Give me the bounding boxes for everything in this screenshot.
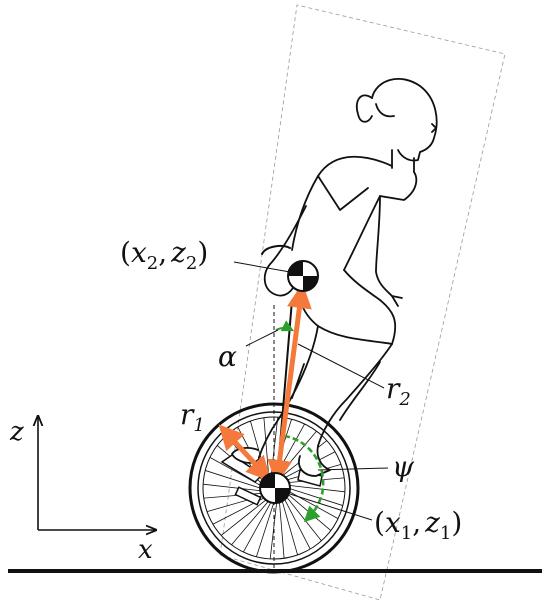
leader-com-lower xyxy=(289,493,373,521)
wheel-spoke xyxy=(283,497,311,550)
axis-x-label: x xyxy=(138,535,153,565)
r1-vector xyxy=(218,424,272,482)
wheel-spoke xyxy=(203,483,261,492)
rider-figure xyxy=(231,77,438,477)
wheel-spoke xyxy=(285,495,322,542)
checkered-com-marker-lower-icon xyxy=(259,472,291,504)
wheel-spoke xyxy=(263,417,270,476)
checkered-com-marker-upper-icon xyxy=(287,260,319,292)
wheel-spoke xyxy=(243,501,272,553)
leader-psi xyxy=(317,467,389,471)
alpha-label: α xyxy=(218,340,237,373)
wheel-spoke xyxy=(287,484,345,493)
wheel-spoke xyxy=(256,501,275,557)
wheel-spoke xyxy=(281,499,298,556)
psi-label: ψ xyxy=(392,450,415,483)
wheel-spoke xyxy=(231,500,269,546)
r2-label: r2 xyxy=(386,372,411,410)
axis-z-label: z xyxy=(9,417,24,447)
leader-alpha xyxy=(245,329,279,347)
com-upper-label: (x2,z2) xyxy=(120,236,208,274)
wheel-spoke xyxy=(269,501,278,559)
leader-com-upper xyxy=(233,261,291,273)
wheel-spoke xyxy=(278,500,285,559)
r1-label: r1 xyxy=(180,398,205,436)
wheel-spoke xyxy=(287,487,343,506)
tilted-body-frame xyxy=(219,4,506,601)
alpha-angle-arc xyxy=(275,320,295,332)
wheel-spoke xyxy=(220,499,267,536)
wheel-spoke xyxy=(287,490,339,519)
com-lower-label: (x1,z1) xyxy=(374,506,462,544)
r2-vector xyxy=(267,283,312,485)
leader-r2 xyxy=(297,343,385,389)
